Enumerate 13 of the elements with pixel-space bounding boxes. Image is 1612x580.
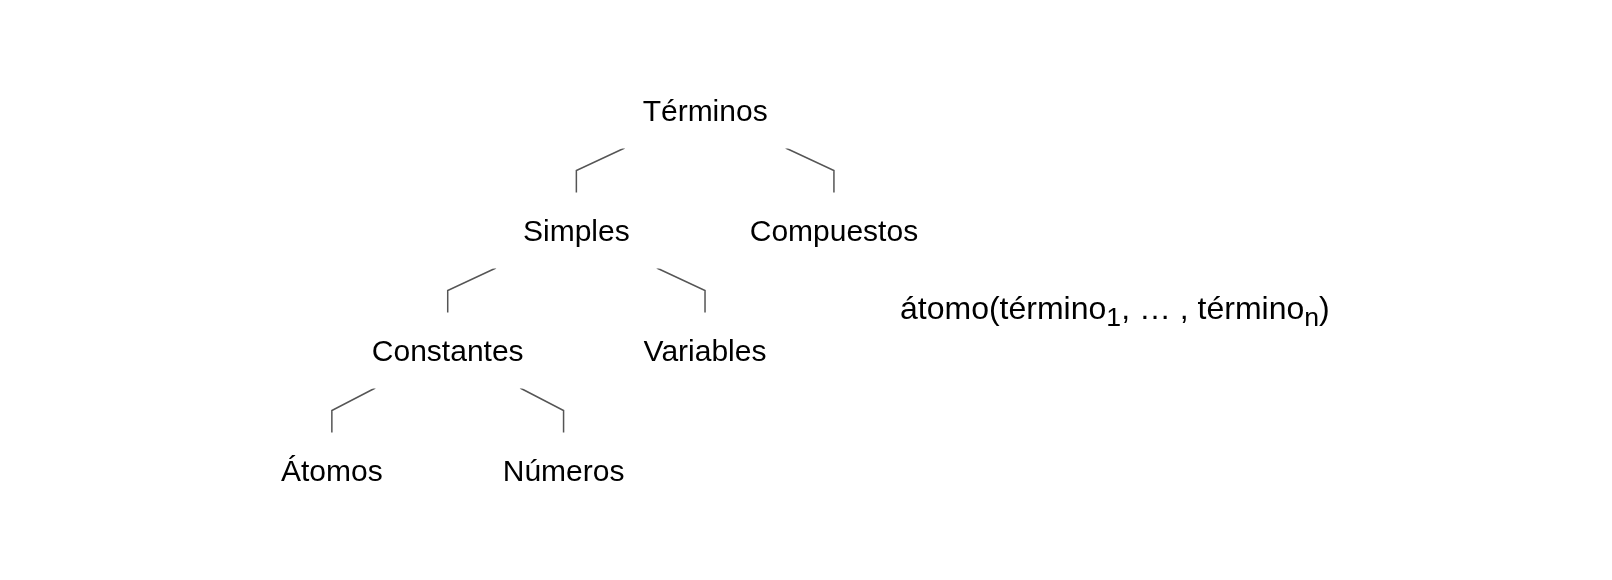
- node-text: Átomos: [281, 453, 384, 487]
- connector: [576, 146, 626, 194]
- node-text: Variables: [644, 333, 767, 367]
- node-text: Términos: [643, 93, 769, 127]
- connector: [519, 386, 565, 434]
- formula-text: átomo(término$_{1}$, … , término$_{n}$): [900, 290, 1330, 334]
- node-text: Simples: [523, 213, 631, 247]
- node-text: Constantes: [372, 333, 525, 367]
- connector: [656, 266, 707, 314]
- node-text: Compuestos: [750, 213, 919, 247]
- connector: [785, 146, 836, 194]
- node-text: Números: [503, 453, 625, 487]
- connector: [331, 386, 377, 434]
